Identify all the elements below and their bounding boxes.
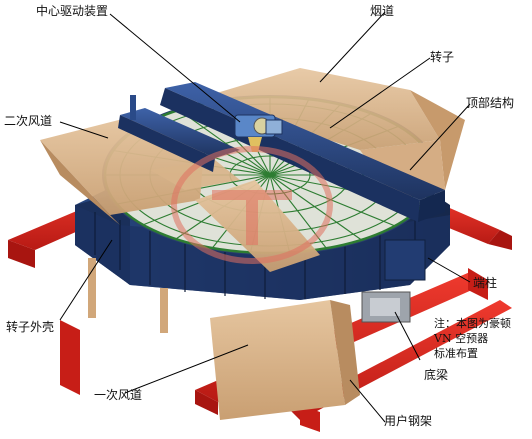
label-top-structure: 顶部结构 [466,96,515,110]
label-end-column: 端柱 [473,276,498,290]
watermark-logo [171,146,333,264]
leader-lines [59,11,471,423]
label-center-drive: 中心驱动装置 [36,4,109,18]
label-rotor: 转子 [430,50,455,64]
primary-air-duct [210,300,360,420]
note-block: 注：本图为豪顿 VN 空预器 标准布置 [434,316,511,361]
label-primary-air-duct: 一次风道 [94,388,143,402]
label-user-steel-frame: 用户钢架 [384,414,433,428]
note-line-3: 标准布置 [434,347,478,360]
label-flue: 烟道 [370,4,395,18]
label-bottom-beam: 底梁 [424,368,449,382]
label-secondary-air-duct: 二次风道 [4,114,53,128]
note-line-1: 注：本图为豪顿 [434,317,511,330]
note-line-2: VN 空预器 [434,332,489,345]
label-rotor-shell: 转子外壳 [6,320,55,334]
